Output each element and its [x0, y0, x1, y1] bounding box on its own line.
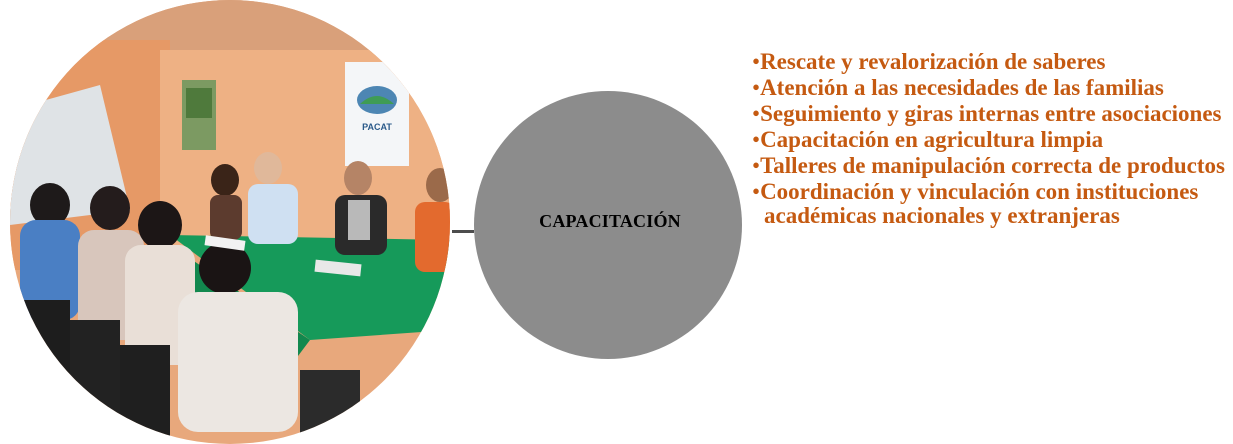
poster-text: PACAT — [362, 122, 392, 132]
list-item: •Seguimiento y giras internas entre asoc… — [752, 102, 1230, 126]
list-item-label: Capacitación en agricultura limpia — [760, 127, 1104, 152]
hub-label: CAPACITACIÓN — [539, 210, 681, 231]
connector-line — [452, 230, 474, 233]
activity-list: •Rescate y revalorización de saberes •At… — [752, 50, 1230, 230]
list-item-label: Coordinación y vinculación con instituci… — [760, 179, 1199, 228]
bullet-icon: • — [752, 101, 761, 126]
bullet-icon: • — [752, 179, 761, 204]
list-item-label: Talleres de manipulación correcta de pro… — [760, 153, 1225, 178]
list-item-label: Seguimiento y giras internas entre asoci… — [760, 101, 1222, 126]
bullet-icon: • — [752, 49, 761, 74]
list-item-label: Rescate y revalorización de saberes — [760, 49, 1106, 74]
list-item: •Atención a las necesidades de las famil… — [752, 76, 1230, 100]
list-item-label: Atención a las necesidades de las famili… — [760, 75, 1164, 100]
hub-circle: CAPACITACIÓN — [474, 91, 742, 359]
list-item: •Talleres de manipulación correcta de pr… — [752, 154, 1230, 178]
bullet-icon: • — [752, 153, 761, 178]
list-item: •Rescate y revalorización de saberes — [752, 50, 1230, 74]
list-item: •Capacitación en agricultura limpia — [752, 128, 1230, 152]
bullet-icon: • — [752, 75, 761, 100]
meeting-photo: PACAT — [10, 0, 450, 444]
bullet-icon: • — [752, 127, 761, 152]
list-item: •Coordinación y vinculación con instituc… — [752, 180, 1230, 228]
